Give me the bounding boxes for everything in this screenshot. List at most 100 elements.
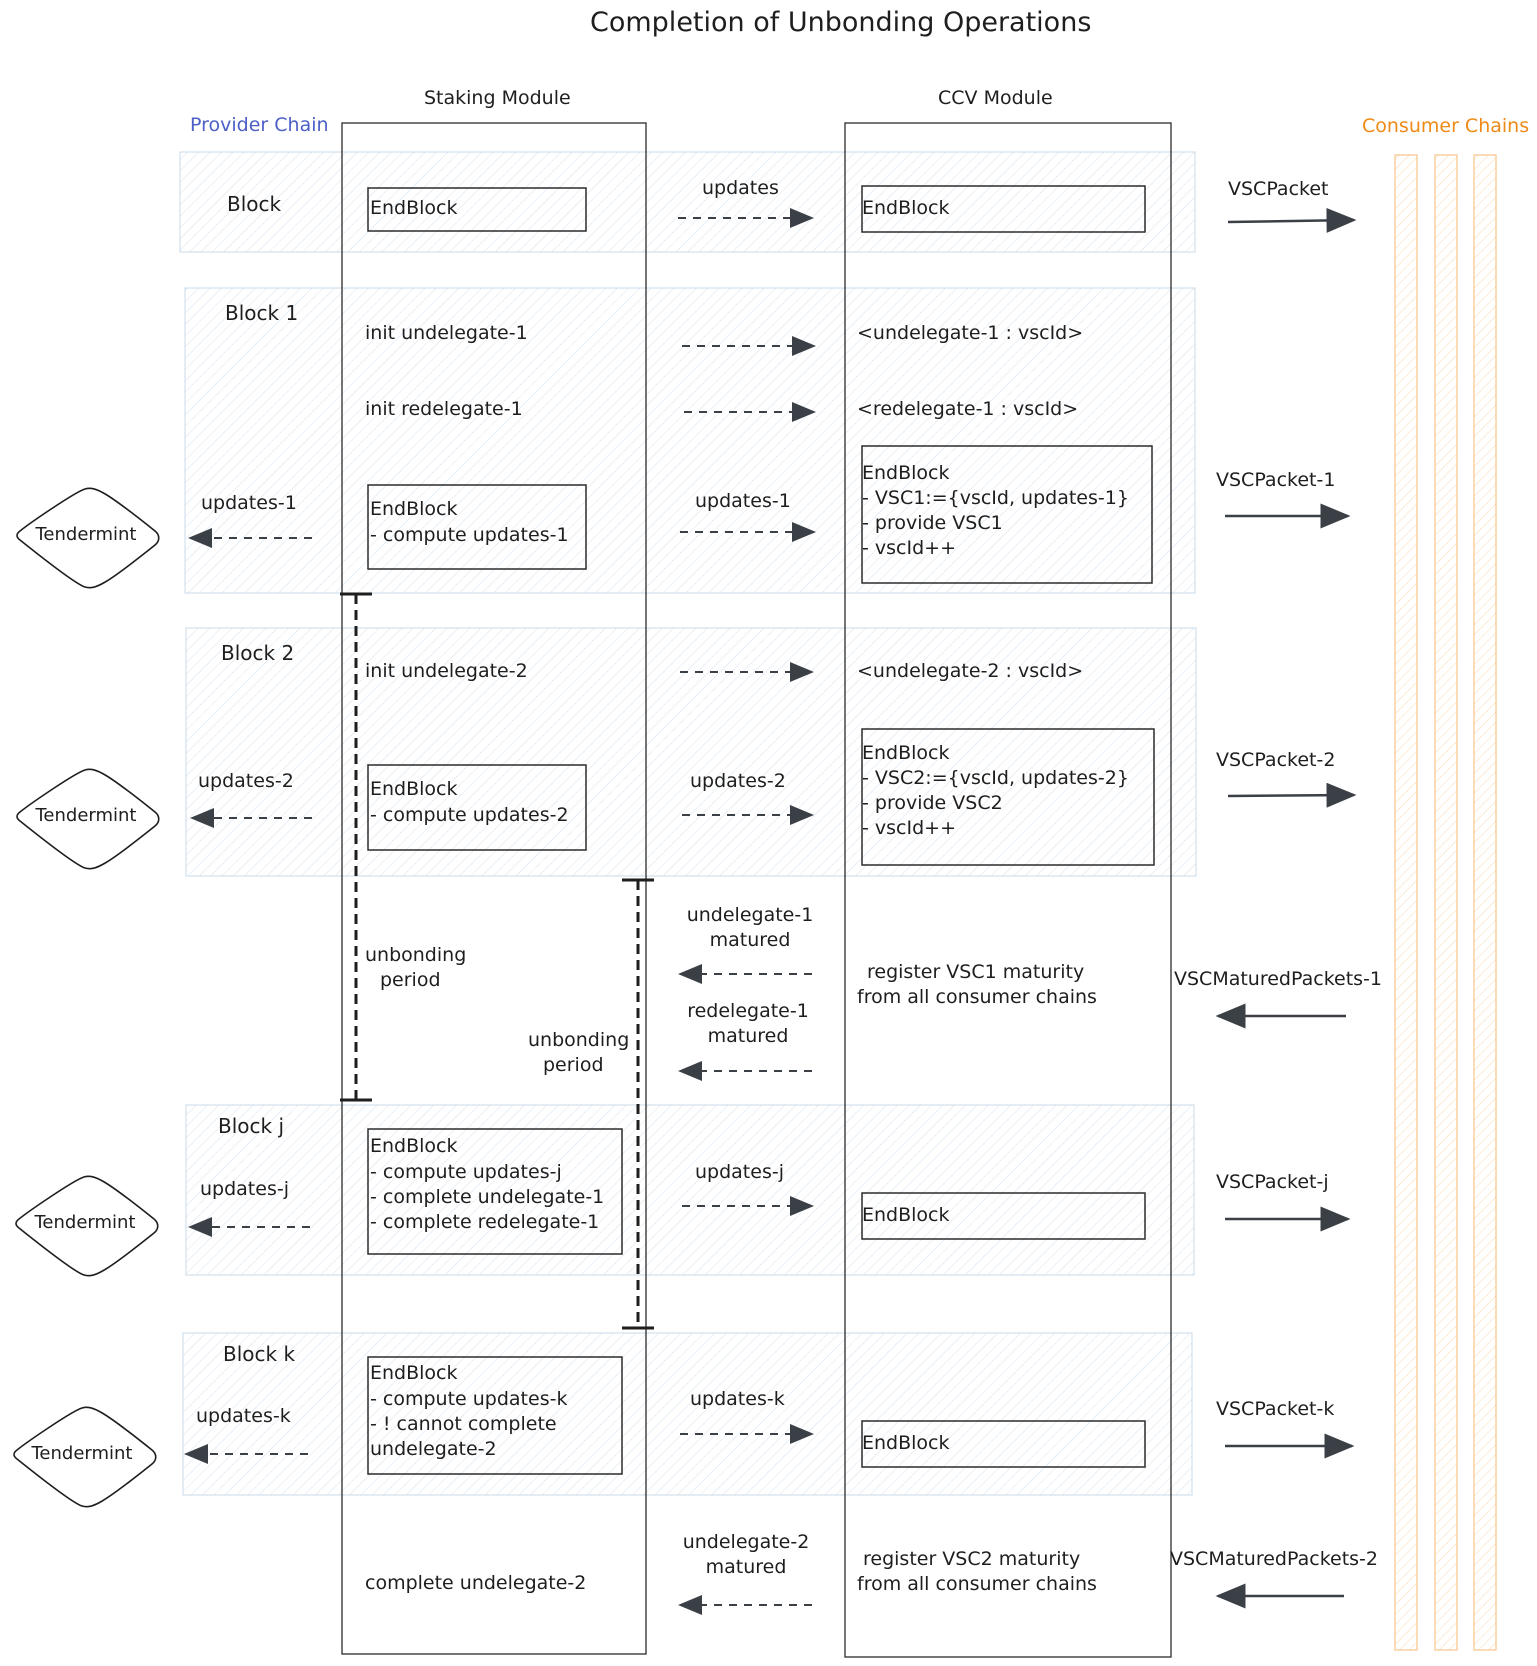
mid-undelegate-1-matured-line2: matured	[709, 929, 791, 951]
ccv-endblock-k-box	[861, 1420, 1146, 1468]
mid-redelegate-1-matured-line2: matured	[707, 1025, 789, 1047]
ccv-register-vsc2-line2: from all consumer chains	[857, 1573, 1097, 1595]
staking-endblock-k-line3: - ! cannot complete	[370, 1413, 557, 1435]
unbonding-bracket-2	[622, 878, 654, 1330]
staking-endblock-k-line2: - compute updates-k	[370, 1388, 568, 1410]
ccv-endblock-k: EndBlock	[862, 1432, 950, 1454]
tendermint-diamond-2	[16, 768, 160, 870]
mid-undelegate-2-matured-line1: undelegate-2	[682, 1531, 810, 1553]
staking-endblock-j-line3: - complete undelegate-1	[370, 1186, 605, 1208]
diagram-title: Completion of Unbonding Operations	[590, 7, 1092, 38]
mid-updates-k: updates-k	[690, 1388, 785, 1410]
block-label-j: Block j	[218, 1114, 285, 1138]
ccv-consumer-arrows	[1215, 207, 1357, 1609]
staking-endblock-k-line4: undelegate-2	[370, 1438, 497, 1460]
right-vscmaturedpackets-2: VSCMaturedPackets-2	[1170, 1548, 1378, 1570]
ccv-endblock-1-line2: - VSC1:={vscId, updates-1}	[862, 487, 1129, 509]
consumer-chain-column-3	[1473, 154, 1497, 1651]
staking-endblock-j-box	[367, 1128, 623, 1255]
ccv-endblock-1-line1: EndBlock	[862, 462, 950, 484]
right-vscpacket: VSCPacket	[1228, 178, 1329, 200]
left-updates-2: updates-2	[198, 770, 294, 792]
staking-init-undelegate-1: init undelegate-1	[365, 322, 528, 344]
staking-to-ccv-arrows	[678, 208, 816, 1444]
ccv-endblock-0: EndBlock	[862, 197, 950, 219]
provider-chain-header: Provider Chain	[190, 114, 329, 136]
staking-endblock-1-line2: - compute updates-1	[370, 524, 569, 546]
left-updates-k: updates-k	[196, 1405, 291, 1427]
ccv-undelegate-2-vscid: <undelegate-2 : vscId>	[857, 660, 1084, 682]
unbonding-period-1-line2: period	[380, 969, 441, 991]
unbonding-period-2-line2: period	[543, 1054, 604, 1076]
tendermint-label-j: Tendermint	[34, 1212, 136, 1233]
mid-undelegate-2-matured-line2: matured	[705, 1556, 787, 1578]
unbonding-period-2-line1: unbonding	[528, 1029, 630, 1051]
staking-module-column	[341, 122, 647, 1655]
ccv-endblock-2-line3: - provide VSC2	[862, 792, 1003, 814]
ccv-register-vsc1-line1: register VSC1 maturity	[867, 961, 1085, 983]
tendermint-diamond-1	[16, 487, 160, 589]
block-bands	[179, 151, 1197, 1496]
mid-updates-1: updates-1	[695, 490, 791, 512]
ccv-redelegate-1-vscid: <redelegate-1 : vscId>	[857, 398, 1079, 420]
right-vscpacket-j: VSCPacket-j	[1216, 1171, 1329, 1193]
left-updates-1: updates-1	[201, 492, 297, 514]
arrow-vscpacket	[1227, 207, 1357, 233]
staking-module-header: Staking Module	[424, 87, 571, 109]
mid-undelegate-1-matured-line1: undelegate-1	[686, 904, 814, 926]
staking-endblock-0: EndBlock	[370, 197, 458, 219]
block-label-1: Block 1	[225, 301, 299, 325]
ccv-to-staking-arrows	[678, 964, 812, 1615]
block-label-2: Block 2	[221, 641, 295, 665]
ccv-endblock-j-box	[861, 1192, 1146, 1240]
unbonding-period-1-line1: unbonding	[365, 944, 467, 966]
ccv-endblock-1-line3: - provide VSC1	[862, 512, 1003, 534]
staking-endblock-2-line2: - compute updates-2	[370, 804, 569, 826]
mid-updates: updates	[702, 177, 779, 199]
block-band-2	[185, 627, 1197, 877]
ccv-endblock-2-line2: - VSC2:={vscId, updates-2}	[862, 767, 1129, 789]
unbonding-bracket-1	[340, 592, 372, 1102]
ccv-endblock-0-box	[861, 185, 1146, 233]
right-vscmaturedpackets-1: VSCMaturedPackets-1	[1174, 968, 1382, 990]
ccv-register-vsc1-line2: from all consumer chains	[857, 986, 1097, 1008]
ccv-endblock-2-line4: - vscId++	[862, 817, 956, 839]
block-band-k	[182, 1332, 1193, 1496]
staking-endblock-1-line1: EndBlock	[370, 498, 458, 520]
tendermint-label-2: Tendermint	[35, 805, 137, 826]
block-band-1	[184, 287, 1196, 594]
right-vscpacket-1: VSCPacket-1	[1216, 469, 1336, 491]
ccv-undelegate-1-vscid: <undelegate-1 : vscId>	[857, 322, 1084, 344]
staking-endblock-2-line1: EndBlock	[370, 778, 458, 800]
staking-endblock-0-box	[367, 187, 587, 232]
staking-complete-undelegate-2: complete undelegate-2	[365, 1572, 587, 1594]
staking-endblock-j-line2: - compute updates-j	[370, 1161, 562, 1183]
left-updates-j: updates-j	[200, 1178, 289, 1200]
staking-endblock-j-line4: - complete redelegate-1	[370, 1211, 600, 1233]
consumer-chains-header: Consumer Chains	[1362, 115, 1530, 137]
consumer-chain-columns	[1394, 154, 1497, 1651]
staking-init-undelegate-2: init undelegate-2	[365, 660, 528, 682]
ccv-endblock-1-box	[861, 445, 1153, 584]
ccv-register-vsc2-line1: register VSC2 maturity	[863, 1548, 1081, 1570]
ccv-endblock-j: EndBlock	[862, 1204, 950, 1226]
consumer-chain-column-2	[1434, 154, 1458, 1651]
tendermint-label-1: Tendermint	[35, 524, 137, 545]
staking-endblock-k-line1: EndBlock	[370, 1362, 458, 1384]
tendermint-diamonds	[13, 487, 160, 1508]
staking-to-tendermint-arrows	[184, 528, 312, 1464]
mid-redelegate-1-matured-line1: redelegate-1	[687, 1000, 809, 1022]
right-vscpacket-k: VSCPacket-k	[1216, 1398, 1335, 1420]
arrow-vscpacket2	[1227, 782, 1357, 808]
ccv-module-column	[844, 122, 1172, 1658]
block-label-k: Block k	[223, 1342, 296, 1366]
consumer-chain-column-1	[1394, 154, 1418, 1651]
tendermint-diamond-j	[15, 1175, 159, 1277]
staking-endblock-k-box	[367, 1356, 623, 1475]
ccv-endblock-1-line4: - vscId++	[862, 537, 956, 559]
block-band-0	[179, 151, 1196, 253]
mid-updates-j: updates-j	[695, 1161, 784, 1183]
ccv-endblock-2-line1: EndBlock	[862, 742, 950, 764]
staking-init-redelegate-1: init redelegate-1	[365, 398, 523, 420]
